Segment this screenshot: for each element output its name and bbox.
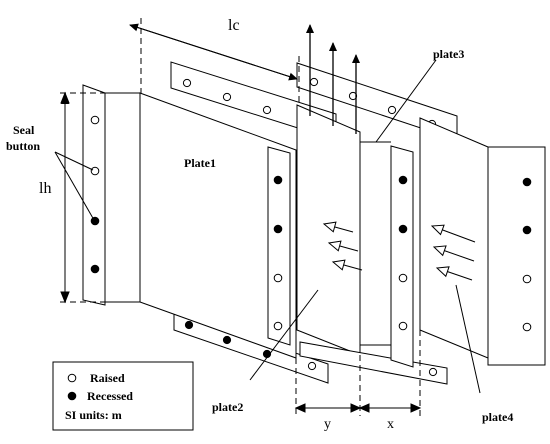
legend: Raised Recessed SI units: m <box>52 361 194 431</box>
plate4-body <box>419 117 489 359</box>
plate1-group <box>82 84 414 368</box>
legend-units: SI units: m <box>65 408 122 422</box>
plate2-strip-holes <box>273 175 283 331</box>
legend-recessed-icon <box>67 391 77 401</box>
label-x: x <box>387 417 394 432</box>
label-y: y <box>324 417 331 432</box>
label-lc: lc <box>228 17 240 34</box>
flow-arrows-channel-x <box>430 224 476 281</box>
dimension-lines <box>60 18 422 416</box>
label-seal-line1: Seal <box>13 123 35 137</box>
left-strip-holes <box>90 115 100 274</box>
label-seal-line2: button <box>6 139 40 153</box>
back-plates <box>296 104 546 366</box>
right-end-strip <box>487 146 546 366</box>
label-plate1: Plate1 <box>184 156 216 170</box>
plate3-body <box>296 104 361 356</box>
legend-recessed-label: Recessed <box>87 389 133 403</box>
label-lh: lh <box>39 180 51 197</box>
label-plate3: plate3 <box>433 47 464 61</box>
top-strip-holes <box>182 77 437 129</box>
legend-raised-icon <box>67 373 77 383</box>
flow-arrows-channel-y <box>322 221 363 271</box>
plate3-strip <box>390 145 414 368</box>
label-plate2: plate2 <box>212 400 243 414</box>
legend-raised-label: Raised <box>90 371 125 385</box>
plate3-strip-holes <box>398 175 408 331</box>
leader-lines <box>54 59 481 394</box>
left-end-strip <box>82 84 106 306</box>
label-plate4: plate4 <box>482 410 513 424</box>
plate2-strip <box>267 146 291 346</box>
outflow-arrows <box>306 24 360 134</box>
legend-box <box>52 361 194 431</box>
right-strip-holes <box>522 177 532 332</box>
